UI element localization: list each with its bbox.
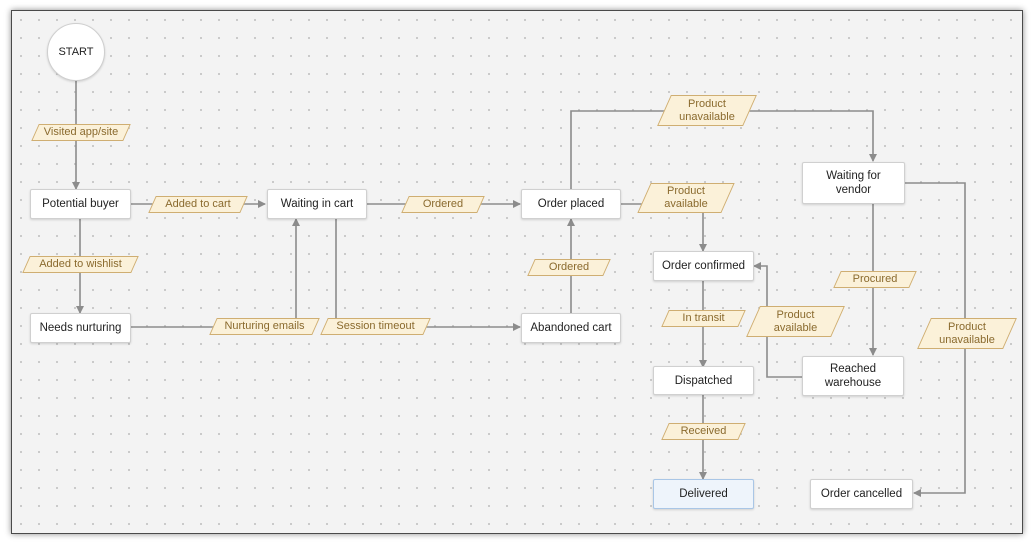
order-cancelled-label: Order cancelled: [820, 488, 903, 500]
label-text-line1: Product: [776, 308, 815, 321]
label-nurturing-emails: Nurturing emails: [213, 318, 316, 335]
label-ordered-top: Ordered: [405, 196, 481, 213]
label-product-available: Product available: [644, 183, 728, 213]
order-confirmed-node[interactable]: Order confirmed: [653, 251, 754, 281]
label-received: Received: [665, 423, 742, 440]
needs-nurturing-label: Needs nurturing: [39, 322, 122, 334]
label-text: Session timeout: [336, 320, 415, 332]
label-text-line1: Product: [688, 97, 726, 110]
label-session-timeout: Session timeout: [324, 318, 427, 335]
potential-buyer-label: Potential buyer: [42, 198, 119, 210]
label-added-to-wishlist: Added to wishlist: [26, 256, 135, 273]
order-placed-node[interactable]: Order placed: [521, 189, 621, 219]
abandoned-cart-node[interactable]: Abandoned cart: [521, 313, 621, 343]
reached-warehouse-label-line2: warehouse: [824, 377, 882, 389]
label-text: Procured: [852, 273, 898, 285]
order-cancelled-node[interactable]: Order cancelled: [810, 479, 913, 509]
start-node[interactable]: START: [47, 23, 105, 81]
label-text: Ordered: [548, 261, 590, 273]
needs-nurturing-node[interactable]: Needs nurturing: [30, 313, 131, 343]
order-confirmed-label: Order confirmed: [661, 260, 746, 272]
waiting-for-vendor-label-line2: vendor: [835, 184, 872, 196]
label-text: In transit: [682, 312, 725, 324]
label-in-transit: In transit: [665, 310, 742, 327]
label-procured: Procured: [837, 271, 913, 288]
label-text-line1: Product: [667, 185, 705, 197]
label-text-line1: Product: [948, 320, 986, 333]
dispatched-label: Dispatched: [674, 374, 733, 387]
order-placed-label: Order placed: [537, 198, 605, 210]
waiting-for-vendor-label-line1: Waiting for: [826, 170, 881, 182]
label-ordered-abandoned: Ordered: [531, 259, 607, 276]
reached-warehouse-label-line1: Reached: [829, 363, 877, 375]
delivered-label: Delivered: [679, 488, 728, 500]
label-text: Added to cart: [165, 198, 231, 210]
waiting-in-cart-node[interactable]: Waiting in cart: [267, 189, 367, 219]
waiting-for-vendor-node[interactable]: Waiting for vendor: [802, 162, 905, 204]
edge-needs-nurturing-to-waiting-in-cart: [131, 218, 300, 328]
label-text: Received: [680, 425, 727, 437]
label-text: Added to wishlist: [39, 258, 122, 270]
label-product-unavailable-right: Product unavailable: [924, 318, 1010, 349]
label-text-line2: unavailable: [939, 333, 995, 346]
label-product-available-warehouse: Product available: [753, 306, 838, 337]
waiting-in-cart-label: Waiting in cart: [280, 198, 354, 210]
label-product-unavailable-top: Product unavailable: [664, 95, 750, 126]
label-text: Ordered: [422, 198, 464, 210]
delivered-node[interactable]: Delivered: [653, 479, 754, 509]
diagram-canvas: START Potential buyer Needs nurturing Wa…: [11, 10, 1023, 534]
label-added-to-cart: Added to cart: [152, 196, 244, 213]
label-text-line2: available: [773, 321, 818, 334]
potential-buyer-node[interactable]: Potential buyer: [30, 189, 131, 219]
label-visited-app-site: Visited app/site: [35, 124, 127, 141]
start-node-label: START: [58, 46, 94, 58]
label-text-line2: unavailable: [679, 110, 735, 123]
label-text: Nurturing emails: [224, 320, 305, 332]
label-text-line2: available: [664, 198, 708, 210]
label-text: Visited app/site: [43, 126, 119, 138]
dispatched-node[interactable]: Dispatched: [653, 366, 754, 395]
edge-waiting-in-cart-to-abandoned-cart: [335, 219, 521, 331]
reached-warehouse-node[interactable]: Reached warehouse: [802, 356, 904, 396]
abandoned-cart-label: Abandoned cart: [530, 322, 612, 334]
